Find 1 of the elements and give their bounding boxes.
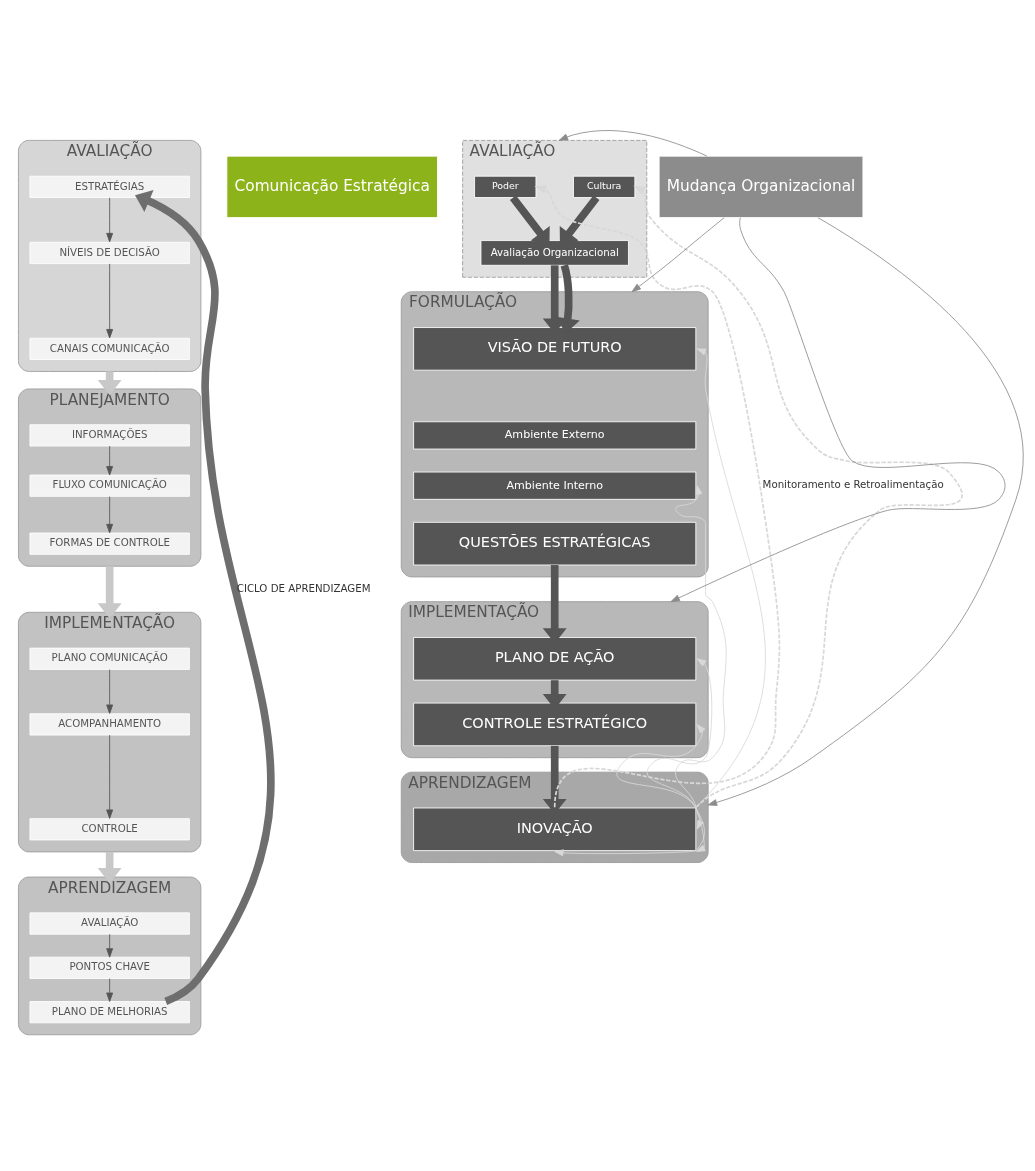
edge-label: Monitoramento e Retroalimentação [762, 478, 944, 490]
